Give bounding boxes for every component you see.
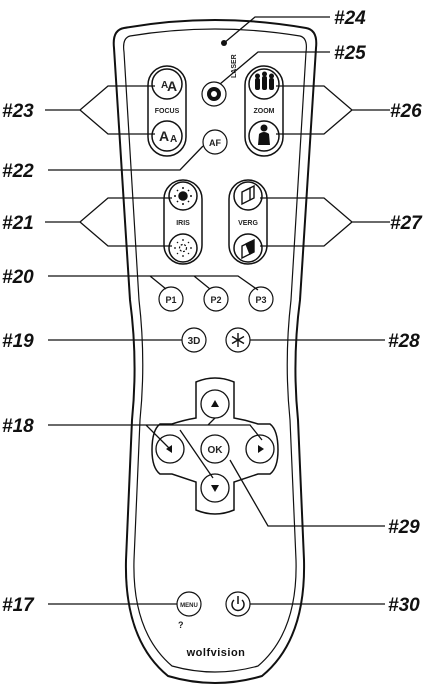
leader-26	[276, 85, 390, 135]
leader-27	[260, 197, 390, 247]
three-d-label: 3D	[188, 336, 201, 347]
three-d-button[interactable]: 3D	[181, 327, 207, 353]
callout-20: #20	[2, 267, 34, 288]
preset-2-button[interactable]: P2	[203, 286, 229, 312]
focus-near-button[interactable]	[151, 68, 183, 100]
callout-28: #28	[388, 331, 420, 352]
af-label: AF	[209, 138, 221, 148]
power-icon	[231, 596, 245, 612]
arrow-left-icon	[166, 445, 172, 453]
callout-30: #30	[388, 595, 420, 616]
arrow-down-icon	[211, 485, 219, 492]
arrow-right-icon	[258, 445, 264, 453]
callout-21: #21	[2, 213, 34, 234]
zoom-wide-icon	[255, 71, 274, 90]
callout-22: #22	[2, 161, 34, 182]
ok-button[interactable]	[200, 434, 230, 464]
brand-logo: wolfvision	[186, 647, 246, 659]
callout-18: #18	[2, 416, 34, 437]
verg-label: VERG	[238, 220, 258, 227]
focus-near-icon-large: A	[167, 78, 177, 94]
iris-label: IRIS	[176, 220, 190, 227]
callout-26: #26	[390, 101, 422, 122]
p1-label: P1	[165, 295, 176, 305]
sun-bright-icon	[174, 187, 192, 205]
verg-up-icon	[241, 184, 255, 206]
leader-21	[45, 197, 172, 247]
callout-29: #29	[388, 517, 420, 538]
remote-body	[112, 19, 318, 684]
laser-button[interactable]	[201, 81, 227, 107]
zoom-tele-icon	[258, 124, 270, 145]
callout-17: #17	[2, 595, 35, 616]
focus-far-button[interactable]	[151, 120, 183, 152]
vergence-rocker[interactable]: VERG	[228, 179, 268, 265]
leader-25	[219, 51, 330, 85]
focus-far-icon: A	[170, 134, 177, 145]
ok-label: OK	[208, 445, 224, 456]
verg-down-icon	[241, 238, 255, 260]
focus-rocker[interactable]: A A A A FOCUS	[147, 65, 187, 157]
leader-22	[48, 145, 204, 171]
callout-27: #27	[390, 213, 423, 234]
zoom-label: ZOOM	[254, 108, 275, 115]
iris-close-button[interactable]	[168, 233, 198, 263]
callout-23: #23	[2, 101, 34, 122]
zoom-rocker[interactable]: ZOOM	[244, 65, 284, 157]
callout-24: #24	[334, 8, 366, 29]
snowflake-icon	[231, 333, 245, 347]
power-button[interactable]	[225, 591, 251, 617]
sun-dim-icon	[174, 239, 192, 257]
preset-3-button[interactable]: P3	[248, 286, 274, 312]
p3-label: P3	[255, 295, 266, 305]
leader-29	[229, 459, 385, 527]
callout-25: #25	[334, 43, 366, 64]
focus-label: FOCUS	[155, 108, 180, 115]
leader-24-dot	[221, 40, 227, 46]
af-button[interactable]: AF	[202, 129, 228, 155]
callout-19: #19	[2, 331, 34, 352]
focus-far-icon-large: A	[159, 128, 169, 144]
leader-23	[45, 85, 155, 135]
arrow-up-icon	[211, 400, 219, 407]
leader-20	[48, 275, 259, 291]
leader-24	[223, 16, 330, 44]
preset-1-button[interactable]: P1	[158, 286, 184, 312]
freeze-button[interactable]	[225, 327, 251, 353]
menu-label: MENU	[180, 603, 198, 609]
focus-near-icon: A	[161, 80, 168, 91]
menu-help-mark: ?	[178, 620, 184, 630]
leader-18	[48, 417, 263, 479]
p2-label: P2	[210, 295, 221, 305]
laser-label: LASER	[231, 54, 238, 78]
menu-button[interactable]: MENU	[176, 591, 202, 617]
iris-rocker[interactable]: IRIS	[163, 179, 203, 265]
